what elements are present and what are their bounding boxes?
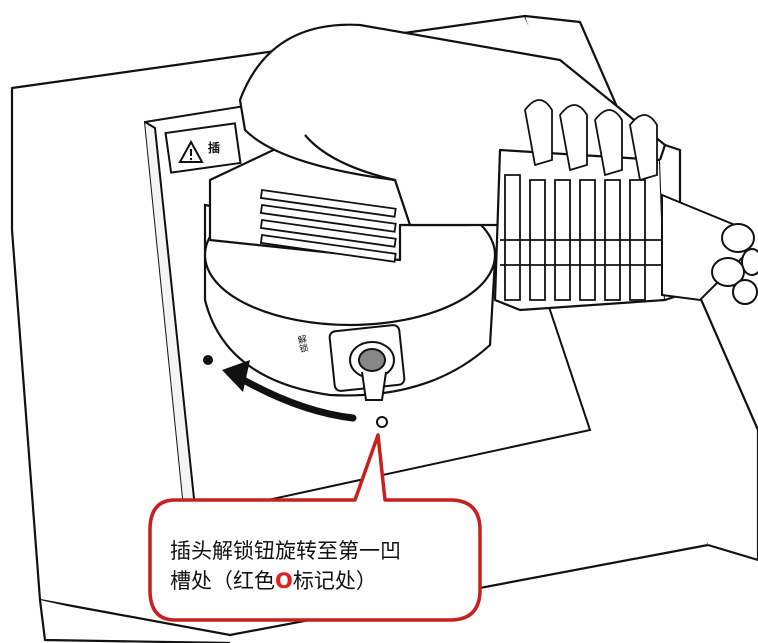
red-marker-symbol: O: [275, 569, 293, 593]
current-position-marker: [376, 416, 388, 428]
callout-line-2-start: 槽处（红色: [170, 569, 275, 593]
plug-cooling-fins: [500, 99, 665, 301]
callout-line-2-end: 标记处）: [292, 569, 377, 593]
first-notch-marker: [203, 355, 213, 365]
callout-line-1: 插头解锁钮旋转至第一凹: [170, 539, 401, 563]
unlock-knob-housing: [328, 324, 406, 401]
housing-side-label: 解锁: [295, 333, 309, 355]
housing-side-label-text: 解锁: [295, 333, 309, 355]
warning-label: 插: [164, 122, 242, 174]
warning-label-text: 插: [208, 140, 220, 155]
plug-cable-bundle: [661, 193, 758, 305]
callout-text: 插头解锁钮旋转至第一凹 槽处（红色O标记处）: [170, 536, 460, 596]
callout-bubble: [148, 433, 482, 622]
callout-line-2: 槽处（红色O标记处）: [170, 566, 460, 596]
rotation-arrow: [222, 360, 357, 422]
plug-vent-slots: [259, 188, 397, 263]
